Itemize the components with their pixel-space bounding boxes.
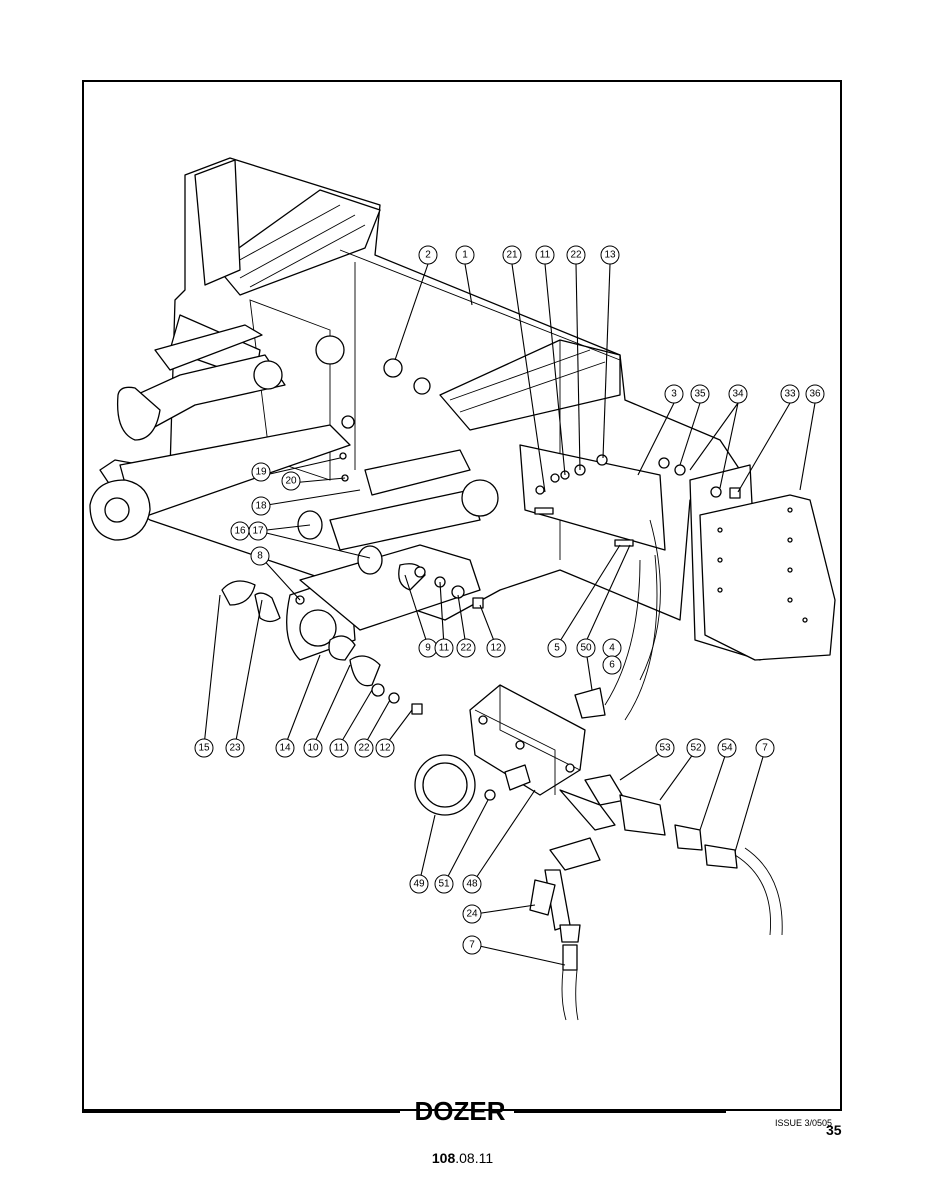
callout-11a: 11	[535, 245, 555, 265]
page-number: 35	[826, 1122, 842, 1138]
callout-23: 23	[225, 738, 245, 758]
callout-34: 34	[728, 384, 748, 404]
svg-text:24: 24	[466, 909, 478, 920]
callout-5: 5	[547, 638, 567, 658]
svg-text:18: 18	[255, 501, 267, 512]
cylinder-assembly	[221, 358, 499, 715]
callout-35: 35	[690, 384, 710, 404]
callout-33: 33	[780, 384, 800, 404]
mounting-plates	[519, 444, 836, 661]
svg-text:22: 22	[460, 643, 472, 654]
callout-52: 52	[686, 738, 706, 758]
callout-51: 51	[434, 874, 454, 894]
svg-text:20: 20	[285, 476, 297, 487]
hoses	[604, 519, 661, 721]
svg-text:36: 36	[809, 389, 821, 400]
issue-label: ISSUE 3/0505	[775, 1118, 833, 1128]
callout-16: 16	[230, 521, 250, 541]
callout-17: 17	[248, 521, 268, 541]
callout-18: 18	[251, 496, 271, 516]
svg-text:34: 34	[732, 389, 744, 400]
svg-text:7: 7	[469, 940, 475, 951]
callout-19: 19	[251, 462, 271, 482]
svg-text:12: 12	[490, 643, 502, 654]
svg-text:12: 12	[379, 743, 391, 754]
callout-36: 36	[805, 384, 825, 404]
callout-12b: 12	[375, 738, 395, 758]
svg-text:3: 3	[671, 389, 677, 400]
callout-54: 54	[717, 738, 737, 758]
callout-24: 24	[462, 904, 482, 924]
callout-6: 6	[602, 655, 622, 675]
leader-lines	[203, 263, 816, 966]
callout-2: 2	[418, 245, 438, 265]
callout-48: 48	[462, 874, 482, 894]
svg-text:16: 16	[234, 526, 246, 537]
reference-rest: .08.11	[455, 1150, 494, 1166]
svg-text:53: 53	[659, 743, 671, 754]
svg-text:13: 13	[604, 250, 616, 261]
page-title: DOZER	[414, 1096, 506, 1126]
svg-text:49: 49	[413, 879, 425, 890]
svg-text:35: 35	[694, 389, 706, 400]
callout-14: 14	[275, 738, 295, 758]
svg-text:7: 7	[762, 743, 768, 754]
callout-7a: 7	[755, 738, 775, 758]
callout-50: 50	[576, 638, 596, 658]
callout-1: 1	[455, 245, 475, 265]
callout-22a: 22	[566, 245, 586, 265]
callout-8: 8	[250, 546, 270, 566]
svg-text:22: 22	[570, 250, 582, 261]
callout-12a: 12	[486, 638, 506, 658]
callout-49: 49	[409, 874, 429, 894]
callout-3: 3	[664, 384, 684, 404]
grease-gun	[529, 837, 601, 1021]
svg-text:54: 54	[721, 743, 733, 754]
svg-text:10: 10	[307, 743, 319, 754]
svg-text:50: 50	[580, 643, 592, 654]
section-reference: 108.08.11	[0, 1150, 925, 1166]
svg-text:9: 9	[425, 643, 431, 654]
svg-text:33: 33	[784, 389, 796, 400]
callout-22c: 22	[354, 738, 374, 758]
svg-text:14: 14	[279, 743, 291, 754]
callout-20: 20	[281, 471, 301, 491]
callout-7b: 7	[462, 935, 482, 955]
svg-text:11: 11	[540, 250, 551, 261]
callout-9: 9	[418, 638, 438, 658]
svg-text:52: 52	[690, 743, 702, 754]
svg-text:8: 8	[257, 551, 263, 562]
gauge-assembly	[414, 684, 783, 936]
svg-text:5: 5	[554, 643, 560, 654]
svg-text:21: 21	[506, 250, 518, 261]
svg-text:1: 1	[462, 250, 468, 261]
callout-22b: 22	[456, 638, 476, 658]
title-bar: DOZER	[82, 1096, 842, 1126]
svg-text:51: 51	[438, 879, 450, 890]
svg-text:4: 4	[609, 643, 615, 654]
svg-text:22: 22	[358, 743, 370, 754]
svg-text:19: 19	[255, 467, 267, 478]
reference-bold: 108	[431, 1150, 456, 1166]
svg-text:48: 48	[466, 879, 478, 890]
svg-text:15: 15	[198, 743, 210, 754]
callout-10: 10	[303, 738, 323, 758]
callout-15: 15	[194, 738, 214, 758]
callout-4: 4	[602, 638, 622, 658]
svg-text:6: 6	[609, 660, 615, 671]
svg-text:11: 11	[439, 643, 450, 654]
drawing-border	[82, 80, 842, 1111]
title-rule-left	[82, 1111, 400, 1113]
svg-text:2: 2	[425, 250, 431, 261]
callout-11c: 11	[329, 738, 349, 758]
callout-53: 53	[655, 738, 675, 758]
svg-text:11: 11	[334, 743, 345, 754]
svg-text:17: 17	[252, 526, 264, 537]
callout-13: 13	[600, 245, 620, 265]
callout-11b: 11	[434, 638, 454, 658]
callout-21: 21	[502, 245, 522, 265]
title-rule-right	[514, 1111, 726, 1113]
svg-text:23: 23	[229, 743, 241, 754]
